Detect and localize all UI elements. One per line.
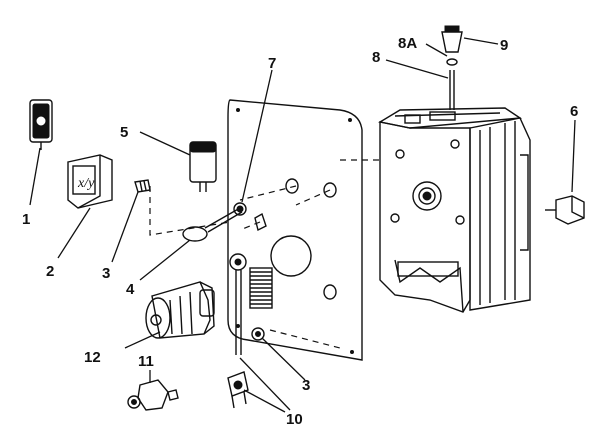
callout-10: 10 — [286, 411, 303, 428]
callout-7: 7 — [268, 55, 276, 72]
part-6-switch — [545, 195, 585, 225]
callout-9: 9 — [500, 37, 508, 54]
callout-8a: 8A — [398, 35, 417, 52]
part-10-valve — [227, 253, 265, 409]
part-8-rod — [449, 70, 455, 110]
callout-11: 11 — [138, 353, 154, 370]
part-11-valve — [127, 379, 179, 411]
part-4-tube — [182, 207, 243, 242]
callout-3-lower: 3 — [302, 377, 310, 394]
part-8a-washer — [446, 58, 458, 66]
callout-4: 4 — [126, 281, 135, 298]
callout-6: 6 — [570, 103, 578, 120]
callout-3-upper: 3 — [102, 265, 110, 282]
part-9-cap — [441, 25, 463, 53]
part-1-sensor — [29, 99, 53, 150]
part-7-fitting — [233, 202, 267, 232]
callout-labels: 1 2 3 3 4 5 6 7 8 8A 9 10 11 12 — [22, 35, 578, 428]
callout-2: 2 — [46, 263, 54, 280]
part-2-control-box: x/y — [67, 154, 113, 209]
part-12-cylinder — [145, 281, 215, 339]
vent-grille — [249, 267, 273, 309]
mounting-plate — [227, 99, 380, 361]
callout-5: 5 — [120, 124, 128, 141]
callout-8: 8 — [372, 49, 380, 66]
part-5-block — [189, 141, 217, 192]
part-3-fitting-upper — [134, 179, 231, 236]
leader-lines — [29, 37, 576, 413]
control-box-glyph: x/y — [77, 176, 95, 191]
callout-1: 1 — [22, 211, 30, 228]
heater-cabinet — [378, 107, 531, 313]
callout-12: 12 — [84, 349, 101, 366]
